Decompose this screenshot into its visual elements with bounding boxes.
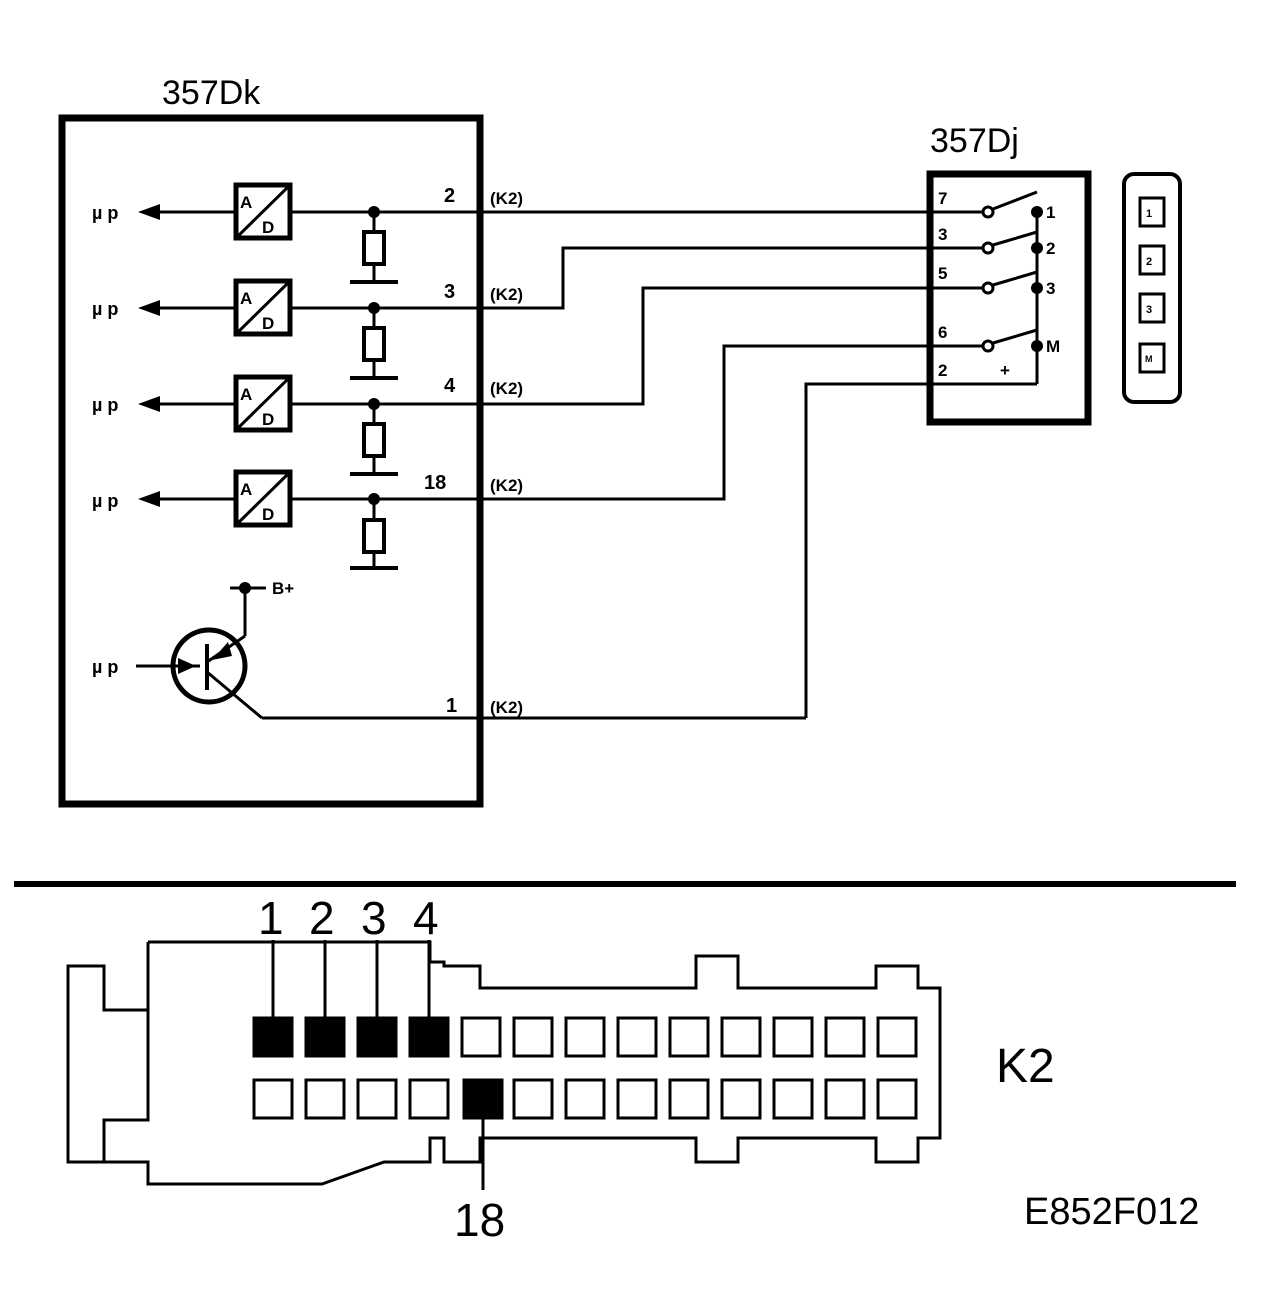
connector-ref: (K2) xyxy=(490,285,523,304)
supply-label: B+ xyxy=(272,579,294,598)
connector-ref: (K2) xyxy=(490,379,523,398)
contact-left: 3 xyxy=(938,225,947,244)
selector-key-label: M xyxy=(1145,354,1153,364)
k2-pin-label: 2 xyxy=(309,892,335,944)
ecu-channel-pin-4: µ p A D 4 (K2) xyxy=(92,374,523,476)
ad-top-label: A xyxy=(240,193,252,212)
selector-key-1 xyxy=(1138,196,1166,228)
ad-top-label: A xyxy=(240,289,252,308)
arrow-icon xyxy=(178,658,196,674)
resistor xyxy=(362,518,386,554)
pin-number: 3 xyxy=(444,281,455,303)
pin-callouts xyxy=(271,940,485,1190)
mp-label: µ p xyxy=(92,299,118,319)
contact-left: 7 xyxy=(938,189,947,208)
contact-left: 5 xyxy=(938,264,947,283)
arrow-icon xyxy=(138,204,160,220)
mp-label: µ p xyxy=(92,395,118,415)
selector-key-m xyxy=(1138,342,1166,374)
contact-right: 2 xyxy=(1046,239,1055,258)
mp-label: µ p xyxy=(92,657,118,677)
k2-pin-label: 1 xyxy=(258,892,284,944)
ecu-label: 357Dk xyxy=(162,74,261,112)
k2-pin-label: 18 xyxy=(454,1194,505,1246)
resistor xyxy=(362,422,386,458)
arrow-icon xyxy=(138,491,160,507)
ad-top-label: A xyxy=(240,385,252,404)
contact-right: M xyxy=(1046,337,1060,356)
selector-key-2 xyxy=(1138,244,1166,276)
supply-pin: 2 xyxy=(938,361,947,380)
ad-bottom-label: D xyxy=(262,410,274,429)
resistor xyxy=(362,326,386,362)
mp-label: µ p xyxy=(92,203,118,223)
resistor xyxy=(362,230,386,266)
ad-top-label: A xyxy=(240,480,252,499)
arrow-icon xyxy=(138,396,160,412)
arrow-icon xyxy=(138,300,160,316)
contact-right: 1 xyxy=(1046,203,1055,222)
switch-label: 357Dj xyxy=(930,122,1019,160)
figure-code: E852F012 xyxy=(1024,1191,1199,1233)
ad-bottom-label: D xyxy=(262,218,274,237)
connector-ref: (K2) xyxy=(490,698,523,717)
switch-box xyxy=(926,170,1092,426)
ad-bottom-label: D xyxy=(262,314,274,333)
connector-ref: (K2) xyxy=(490,476,523,495)
k2-top-row xyxy=(252,1016,918,1058)
contact-left: 6 xyxy=(938,323,947,342)
transistor-driver: B+ µ p 1 (K2) xyxy=(92,579,806,720)
selector-key-label: 1 xyxy=(1146,208,1152,220)
wiring xyxy=(374,210,988,718)
selector-panel: 1 2 3 M xyxy=(1122,172,1182,404)
selector-key-label: 3 xyxy=(1146,304,1152,316)
k2-label: K2 xyxy=(996,1040,1055,1093)
pin-number: 1 xyxy=(446,695,457,717)
k2-pin-label: 4 xyxy=(413,892,439,944)
k2-connector xyxy=(66,940,942,1186)
pin-number: 2 xyxy=(444,185,455,207)
ecu-channel-pin-18: µ p A D 18 (K2) xyxy=(92,469,523,570)
supply-symbol: + xyxy=(1000,361,1010,380)
contact-right: 3 xyxy=(1046,279,1055,298)
switch-contacts: 7 3 5 6 2 + 1 2 3 M xyxy=(930,189,1060,386)
ad-bottom-label: D xyxy=(262,505,274,524)
connector-ref: (K2) xyxy=(490,189,523,208)
mp-label: µ p xyxy=(92,491,118,511)
pin-number: 18 xyxy=(424,472,446,494)
pin-number: 4 xyxy=(444,375,456,397)
ecu-channel-pin-2: µ p A D 2 (K2) xyxy=(92,182,523,284)
ecu-channel-pin-3: µ p A D 3 (K2) xyxy=(92,278,523,380)
k2-bottom-row xyxy=(252,1078,918,1120)
k2-pin-label: 3 xyxy=(361,892,387,944)
selector-key-label: 2 xyxy=(1146,256,1152,268)
ecu-box xyxy=(58,114,484,808)
selector-key-3 xyxy=(1138,292,1166,324)
